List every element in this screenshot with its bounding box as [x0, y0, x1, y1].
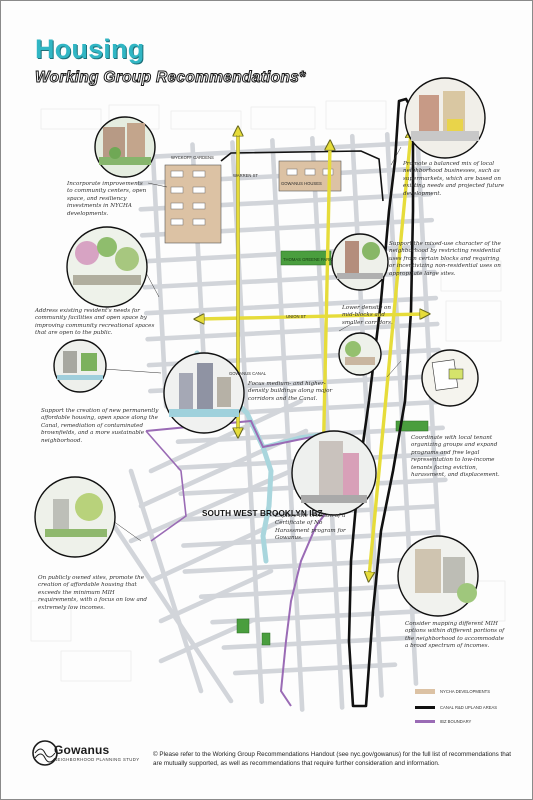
- gowanus-logo-mark: [32, 740, 58, 766]
- vignette-publicsite: [34, 476, 116, 558]
- vignette-harassment: [291, 430, 377, 516]
- note-highdensity: Focus medium- and higher-density buildin…: [248, 381, 333, 402]
- note-nycha: Incorporate improvements to community ce…: [67, 181, 147, 217]
- vignette-canal: [53, 339, 107, 393]
- label-street-union: UNION ST: [286, 314, 307, 319]
- note-tenants: Coordinate with local tenant organizing …: [411, 435, 500, 479]
- label-street-warren: WARREN ST: [233, 173, 258, 178]
- label-canal: GOWANUS CANAL: [229, 371, 267, 376]
- vignette-park: [66, 226, 148, 308]
- note-mih: Consider mapping different MIH options w…: [405, 621, 505, 650]
- legend-swatch-ibz: [415, 720, 435, 723]
- note-business: Promote a balanced mix of local neighbor…: [403, 161, 505, 197]
- logo-tagline: NEIGHBORHOOD PLANNING STUDY: [54, 757, 140, 762]
- legend-label-ibz: IBZ BOUNDARY: [440, 719, 472, 724]
- legend-label-nycha: NYCHA DEVELOPMENTS: [440, 689, 491, 694]
- vignette-street: [404, 77, 486, 159]
- page-title: Housing: [35, 34, 145, 64]
- vignette-mixeduse: [331, 233, 389, 291]
- note-community: Address existing resident's needs for co…: [35, 308, 155, 337]
- footer-text: Please refer to the Working Group Recomm…: [153, 751, 512, 767]
- vignette-lowdensity: [338, 332, 382, 376]
- vignette-mih: [397, 535, 479, 617]
- copyright-icon: ©: [153, 751, 158, 758]
- note-mixeduse: Support the mixed-use character of the n…: [389, 241, 501, 277]
- label-ibz: SOUTH WEST BROOKLYN IBZ: [202, 509, 323, 518]
- vignette-tenants: [421, 349, 479, 407]
- legend-swatch-upland: [415, 706, 435, 709]
- note-harassment: Explore the creation of a Certificate of…: [275, 513, 346, 542]
- label-park: THOMAS GREENE PARK: [283, 257, 333, 262]
- vignette-nycha: [94, 116, 156, 178]
- footer-note: © Please refer to the Working Group Reco…: [153, 750, 521, 768]
- label-nycha-1: WYCKOFF GARDENS: [171, 155, 214, 160]
- diagonal-streets: [108, 398, 309, 704]
- legend-label-upland: CANAL R&D UPLAND AREAS: [440, 705, 498, 710]
- note-lowdensity: Lower density on mid-blocks and smaller …: [342, 305, 393, 326]
- label-nycha-2: GOWANUS HOUSES: [281, 181, 322, 186]
- legend-swatch-nycha: [415, 689, 435, 694]
- note-publicsites: On publicly owned sites, promote the cre…: [38, 575, 147, 611]
- note-affordable: Support the creation of new permanently …: [41, 408, 159, 444]
- logo-name: Gowanus: [54, 743, 110, 757]
- vignette-towers: [163, 352, 245, 434]
- legend-item-ibz: IBZ BOUNDARY: [415, 717, 471, 726]
- legend-item-upland: CANAL R&D UPLAND AREAS: [415, 703, 497, 712]
- legend-item-nycha: NYCHA DEVELOPMENTS: [415, 687, 490, 696]
- page-subtitle: Working Group Recommendations*: [35, 69, 306, 87]
- ibz-west: [145, 430, 187, 542]
